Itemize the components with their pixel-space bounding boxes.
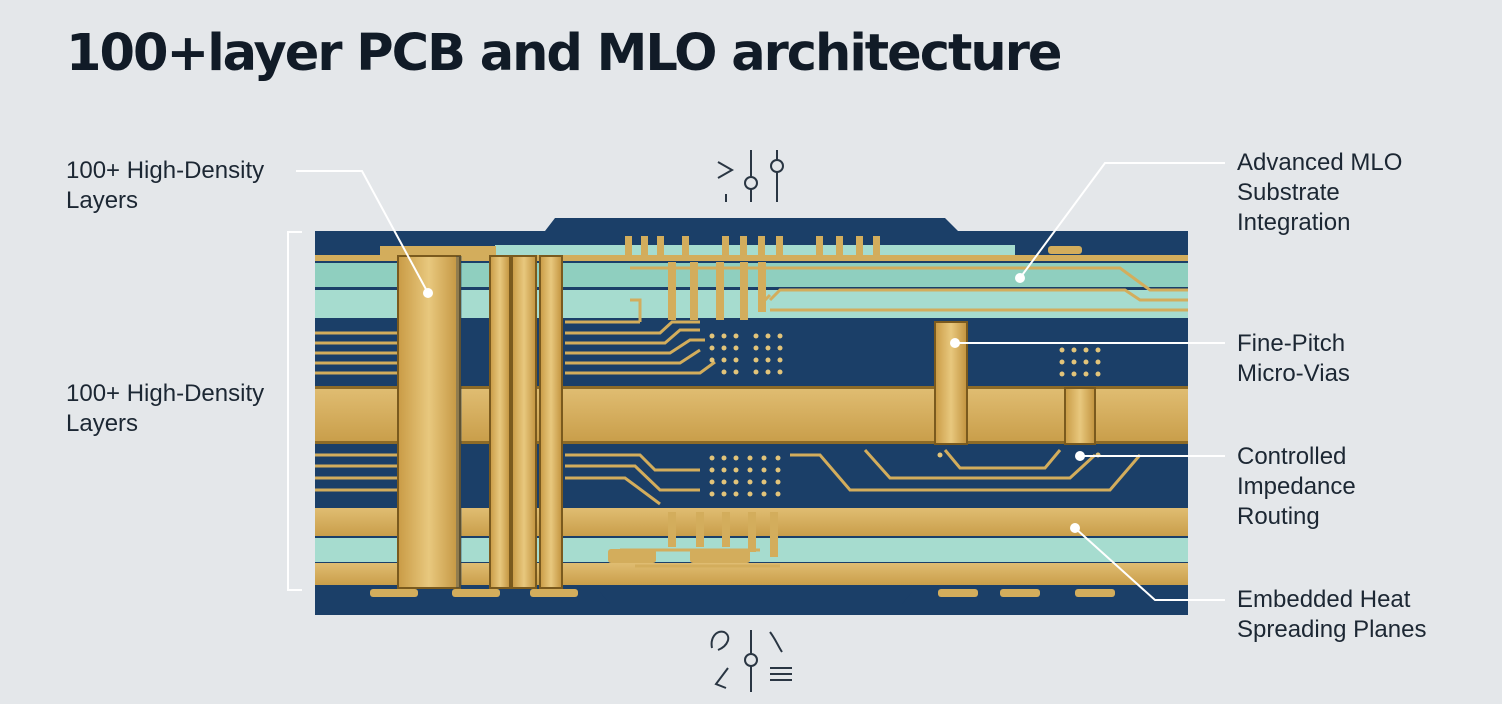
- bottom-contact-pads: [370, 549, 1115, 597]
- label-high-density-layers-top: 100+ High-Density Layers: [66, 157, 265, 214]
- through-via-1: [489, 255, 511, 589]
- layer-bracket: [287, 231, 302, 591]
- page-title: 100+layer PCB and MLO architecture: [66, 24, 1062, 83]
- through-vias: [397, 255, 1096, 589]
- signal-probe-icon-top: [717, 150, 784, 202]
- via-stubs: [668, 262, 778, 557]
- micro-via-dot-array-2: [1059, 347, 1101, 377]
- callout-dots: [423, 273, 1085, 533]
- through-via-large: [397, 255, 461, 589]
- top-contact-pads: [380, 236, 1082, 256]
- label-embedded-heat-planes: Embedded Heat Spreading Planes: [1237, 586, 1427, 643]
- top-pad-block: [500, 218, 1003, 246]
- through-via-2: [511, 255, 537, 589]
- label-advanced-mlo: Advanced MLO Substrate Integration: [1237, 149, 1403, 236]
- signal-probe-icon-bottom: [710, 630, 792, 692]
- through-via-3: [539, 255, 563, 589]
- inner-traces-left: [315, 331, 400, 492]
- label-controlled-impedance: Controlled Impedance Routing: [1237, 443, 1356, 530]
- label-fine-pitch-micro-vias: Fine-Pitch Micro-Vias: [1237, 330, 1350, 387]
- leader-heat: [1074, 527, 1225, 601]
- leader-mlo: [1019, 162, 1225, 279]
- micro-via-dot-array-3: [709, 455, 781, 497]
- top-copper-line: [315, 255, 1188, 261]
- micro-via-small: [1064, 387, 1096, 445]
- callout-leaders: [296, 162, 1225, 601]
- teal-top-strip: [495, 245, 1015, 255]
- bottom-pad-block: [600, 592, 912, 604]
- label-high-density-layers-middle: 100+ High-Density Layers: [66, 380, 265, 437]
- pcb-layer-stack: [315, 218, 1188, 615]
- leader-high-density: [296, 170, 429, 294]
- micro-via-dot-array-1: [709, 333, 783, 375]
